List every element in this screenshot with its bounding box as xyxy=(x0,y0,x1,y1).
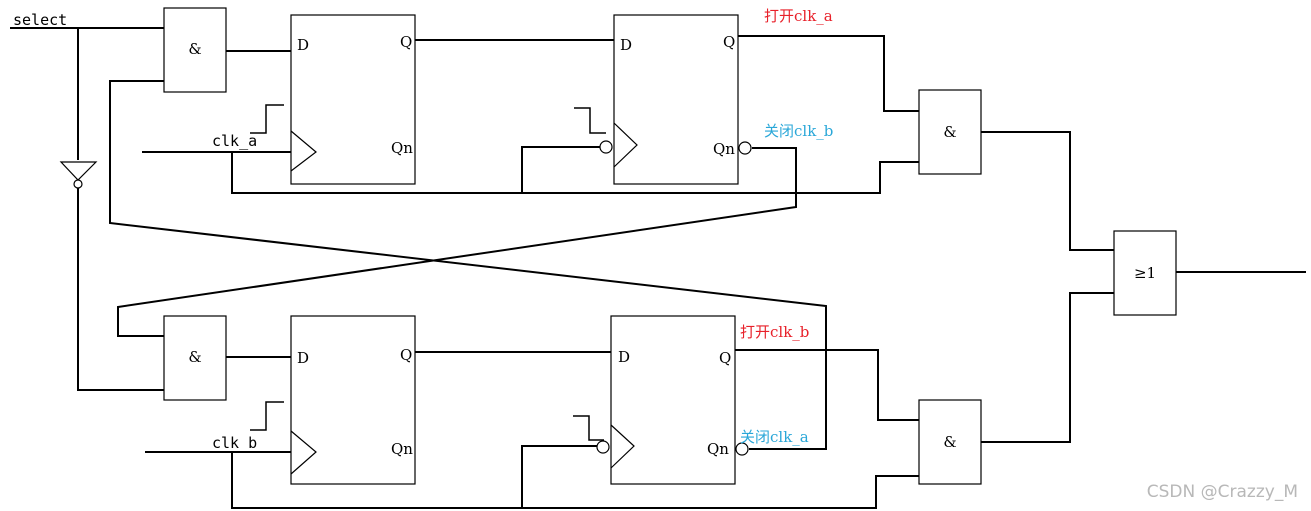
bottom-ff2-clock-bubble xyxy=(596,440,610,454)
select-inverter xyxy=(59,161,98,189)
top-ff2-qn-pin: Qn xyxy=(713,140,735,158)
inverter-bubble xyxy=(73,179,83,189)
top-output-and-label: & xyxy=(943,123,956,141)
top-ff1-q-pin: Q xyxy=(400,33,412,51)
top-q-to-and-wire xyxy=(738,35,919,112)
bottom-ff2-qn-bubble xyxy=(735,442,749,456)
top-input-and-label: & xyxy=(188,40,201,58)
select-inverted-wire xyxy=(77,188,164,391)
bottom-ff1-clock-triangle xyxy=(290,430,317,475)
clk-a-label: clk_a xyxy=(212,132,257,150)
top-ff1-d-pin: D xyxy=(297,36,309,54)
top-qn-cross-wire xyxy=(117,147,797,337)
top-flipflop-1: D Q Qn xyxy=(290,14,416,185)
top-ff1-qn-pin: Qn xyxy=(391,139,413,157)
wires xyxy=(10,27,1306,509)
top-ff2-qn-bubble xyxy=(738,141,752,155)
bottom-falling-edge-icon xyxy=(573,415,604,441)
bottom-flipflop-2: D Q Qn xyxy=(596,315,749,485)
top-ff2-clock-bubble xyxy=(599,140,613,154)
bottom-output-and-gate: & xyxy=(918,399,982,485)
bottom-ff2-q-pin: Q xyxy=(719,349,731,367)
select-label: select xyxy=(13,11,67,29)
bottom-flipflop-1: D Q Qn xyxy=(290,315,416,485)
bottom-ff1-qn-pin: Qn xyxy=(391,440,413,458)
top-ff2-q-pin: Q xyxy=(723,33,735,51)
open-clk-b-annotation: 打开clk_b xyxy=(740,323,809,341)
top-rising-edge-icon xyxy=(250,104,284,134)
bottom-q-to-and-wire xyxy=(735,349,919,421)
clk-a-bus-wire xyxy=(231,152,919,194)
top-falling-edge-icon xyxy=(574,107,606,134)
top-flipflop-2: D Q Qn xyxy=(599,14,752,185)
top-ff1-clock-triangle xyxy=(290,130,317,172)
bottom-ff2-qn-pin: Qn xyxy=(707,440,729,458)
bottom-ff1-d-pin: D xyxy=(297,349,309,367)
top-output-and-gate: & xyxy=(918,89,982,175)
bottom-ff2-clock-triangle xyxy=(610,424,635,469)
top-ff2-clock-triangle xyxy=(613,122,638,168)
top-ff2-d-pin: D xyxy=(620,36,632,54)
bottom-ff1-q-pin: Q xyxy=(400,346,412,364)
clk-b-inv-wire xyxy=(521,445,597,508)
open-clk-a-annotation: 打开clk_a xyxy=(764,7,833,25)
bottom-qn-cross-wire xyxy=(109,80,827,450)
or-gate-label: ≥1 xyxy=(1134,264,1156,282)
top-and-to-or-wire xyxy=(981,131,1114,251)
clk-b-bus-wire xyxy=(231,452,919,509)
watermark: CSDN @Crazzy_M xyxy=(1147,482,1298,502)
bottom-and-to-or-wire xyxy=(981,292,1114,443)
bottom-ff2-d-pin: D xyxy=(618,348,630,366)
bottom-rising-edge-icon xyxy=(250,401,284,431)
top-input-and-gate: & xyxy=(163,7,227,93)
clk-a-inv-wire xyxy=(521,146,600,193)
close-clk-b-annotation: 关闭clk_b xyxy=(764,122,833,140)
clk-b-label: clk_b xyxy=(212,434,257,452)
bottom-input-and-label: & xyxy=(188,348,201,366)
or-gate: ≥1 xyxy=(1113,230,1177,316)
inverter-triangle xyxy=(59,161,98,181)
bottom-output-and-label: & xyxy=(943,433,956,451)
close-clk-a-annotation: 关闭clk_a xyxy=(740,428,809,446)
bottom-input-and-gate: & xyxy=(163,315,227,401)
